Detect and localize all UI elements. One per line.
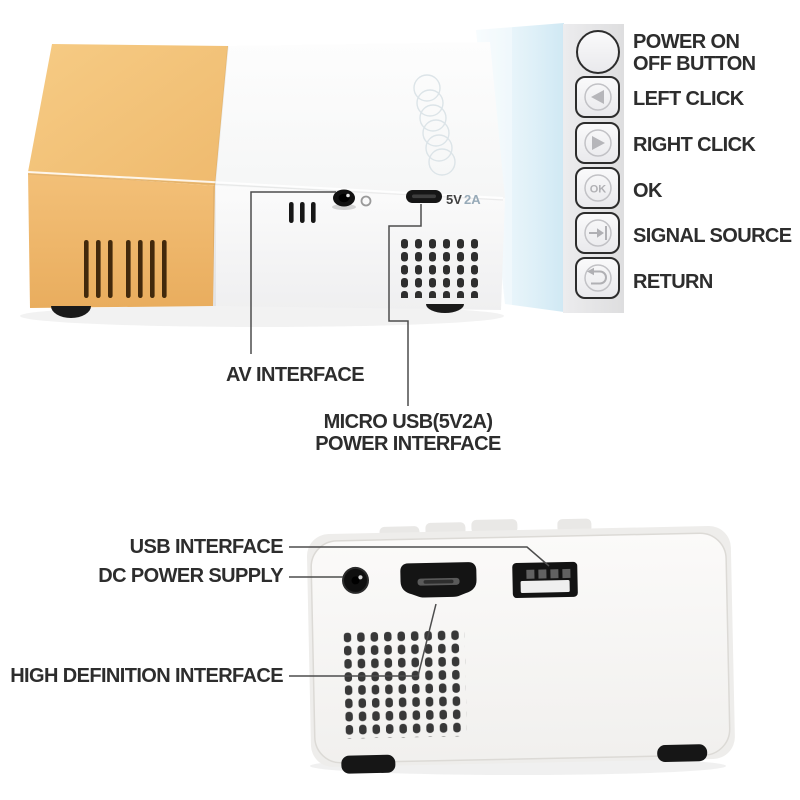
av-interface-label: AV INTERFACE xyxy=(226,364,365,386)
micro-usb-callout-line xyxy=(388,204,422,406)
left-arrow-icon xyxy=(591,90,604,104)
usb-callout-line xyxy=(289,546,550,567)
zoom-beam xyxy=(476,23,564,312)
micro-usb-port xyxy=(406,190,442,203)
usb-interface-label: USB INTERFACE xyxy=(129,536,284,558)
return-arrowhead xyxy=(587,267,594,276)
rear-foot-right xyxy=(657,744,708,762)
signal-source-label: SIGNAL SOURCE xyxy=(633,225,792,247)
dc-power-jack xyxy=(342,566,370,594)
micro-usb-power-label: MICRO USB(5V2A) POWER INTERFACE xyxy=(298,411,518,455)
body-top-white xyxy=(215,42,505,198)
av-jack xyxy=(332,189,356,210)
rating-amps-text: 2A xyxy=(464,192,481,207)
dc-power-supply-label: DC POWER SUPPLY xyxy=(98,565,283,587)
left-click-button xyxy=(575,76,620,118)
rear-vent-grid xyxy=(343,630,467,739)
signal-source-arrowhead xyxy=(597,228,604,238)
rating-volts-text: 5V xyxy=(446,192,462,207)
speaker-slots xyxy=(289,202,316,223)
hdmi-callout-line xyxy=(289,603,437,677)
return-button xyxy=(575,257,620,299)
side-vents-white xyxy=(401,239,485,298)
hdmi-port xyxy=(400,562,477,598)
foot-right xyxy=(426,304,464,313)
power-label-line1: POWER ON xyxy=(633,31,740,53)
side-view-shadow xyxy=(20,305,504,327)
ok-button: OK xyxy=(575,167,620,209)
body-top-orange xyxy=(28,44,228,186)
micro-usb-label-line2: POWER INTERFACE xyxy=(315,433,501,455)
reset-hole xyxy=(360,195,372,207)
right-click-label: RIGHT CLICK xyxy=(633,134,756,156)
body-front-orange xyxy=(28,172,215,308)
return-label: RETURN xyxy=(633,271,713,293)
av-callout-line xyxy=(250,191,336,354)
right-arrow-icon xyxy=(592,136,605,150)
side-vents-orange xyxy=(84,240,167,298)
top-face-button-rings xyxy=(413,74,456,176)
projector-side-view: 5V 2A xyxy=(20,23,564,406)
rear-foot-left xyxy=(341,754,396,774)
foot-left xyxy=(51,306,91,318)
color-seam-front xyxy=(213,186,216,306)
return-arrow-icon xyxy=(591,270,607,285)
left-click-label: LEFT CLICK xyxy=(633,88,744,110)
color-seam-top xyxy=(214,45,229,187)
ok-label: OK xyxy=(633,180,662,202)
power-on-off-label: POWER ON OFF BUTTON xyxy=(633,31,756,75)
micro-usb-label-line1: MICRO USB(5V2A) xyxy=(323,411,493,433)
usb-port xyxy=(512,561,578,599)
right-click-button xyxy=(575,122,620,164)
projector-rear-view xyxy=(306,518,735,774)
power-button xyxy=(576,30,620,74)
rear-callout-lines xyxy=(289,546,550,677)
control-panel-strip: OK xyxy=(563,24,624,313)
signal-source-button xyxy=(575,212,620,254)
power-label-line2: OFF BUTTON xyxy=(633,53,756,75)
high-definition-interface-label: HIGH DEFINITION INTERFACE xyxy=(10,665,283,687)
ok-glyph: OK xyxy=(590,184,607,196)
